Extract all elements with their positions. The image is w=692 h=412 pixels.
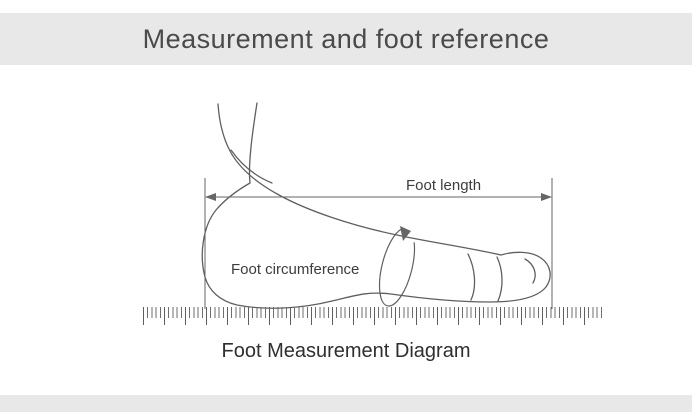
right-arrowhead-icon — [541, 193, 552, 201]
left-arrowhead-icon — [205, 193, 216, 201]
foot-length-label: Foot length — [406, 177, 482, 194]
header-banner: Measurement and foot reference — [0, 13, 692, 65]
ruler-scale — [143, 307, 605, 325]
circumference-arrowhead-icon — [400, 226, 411, 241]
page-title: Measurement and foot reference — [142, 23, 550, 54]
toe-detail-lines — [467, 253, 536, 302]
foot-circumference-label: Foot circumference — [231, 261, 360, 278]
bottom-bar — [0, 395, 692, 412]
ankle-detail-line — [230, 149, 273, 184]
foot-circumference-arc — [378, 226, 416, 307]
foot-length-dimension — [204, 178, 553, 309]
diagram-caption: Foot Measurement Diagram — [221, 340, 471, 362]
